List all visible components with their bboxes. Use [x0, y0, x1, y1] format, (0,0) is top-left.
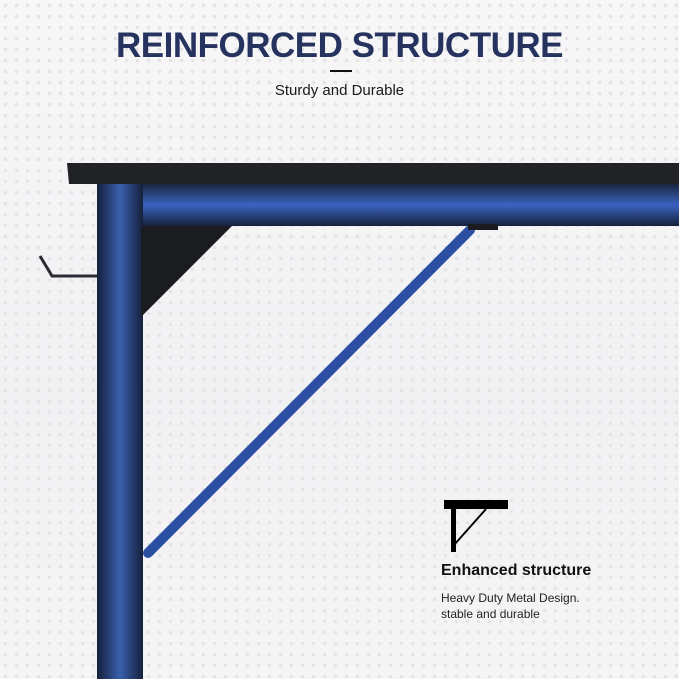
desk-leg	[97, 184, 143, 679]
feature-description-line: Heavy Duty Metal Design.	[441, 591, 580, 605]
corner-bracket	[141, 226, 232, 317]
headphone-hook-icon	[38, 255, 97, 278]
top-beam	[97, 184, 679, 226]
page-title: REINFORCED STRUCTURE	[116, 26, 563, 65]
title-divider	[330, 70, 352, 72]
page-subtitle: Sturdy and Durable	[274, 82, 405, 99]
desk-top	[67, 163, 679, 184]
feature-title: Enhanced structure	[441, 562, 592, 579]
diagonal-brace	[143, 225, 475, 558]
bracket-icon	[444, 500, 508, 552]
feature-description: Heavy Duty Metal Design. stable and dura…	[441, 590, 580, 622]
feature-description-line: stable and durable	[441, 607, 540, 621]
